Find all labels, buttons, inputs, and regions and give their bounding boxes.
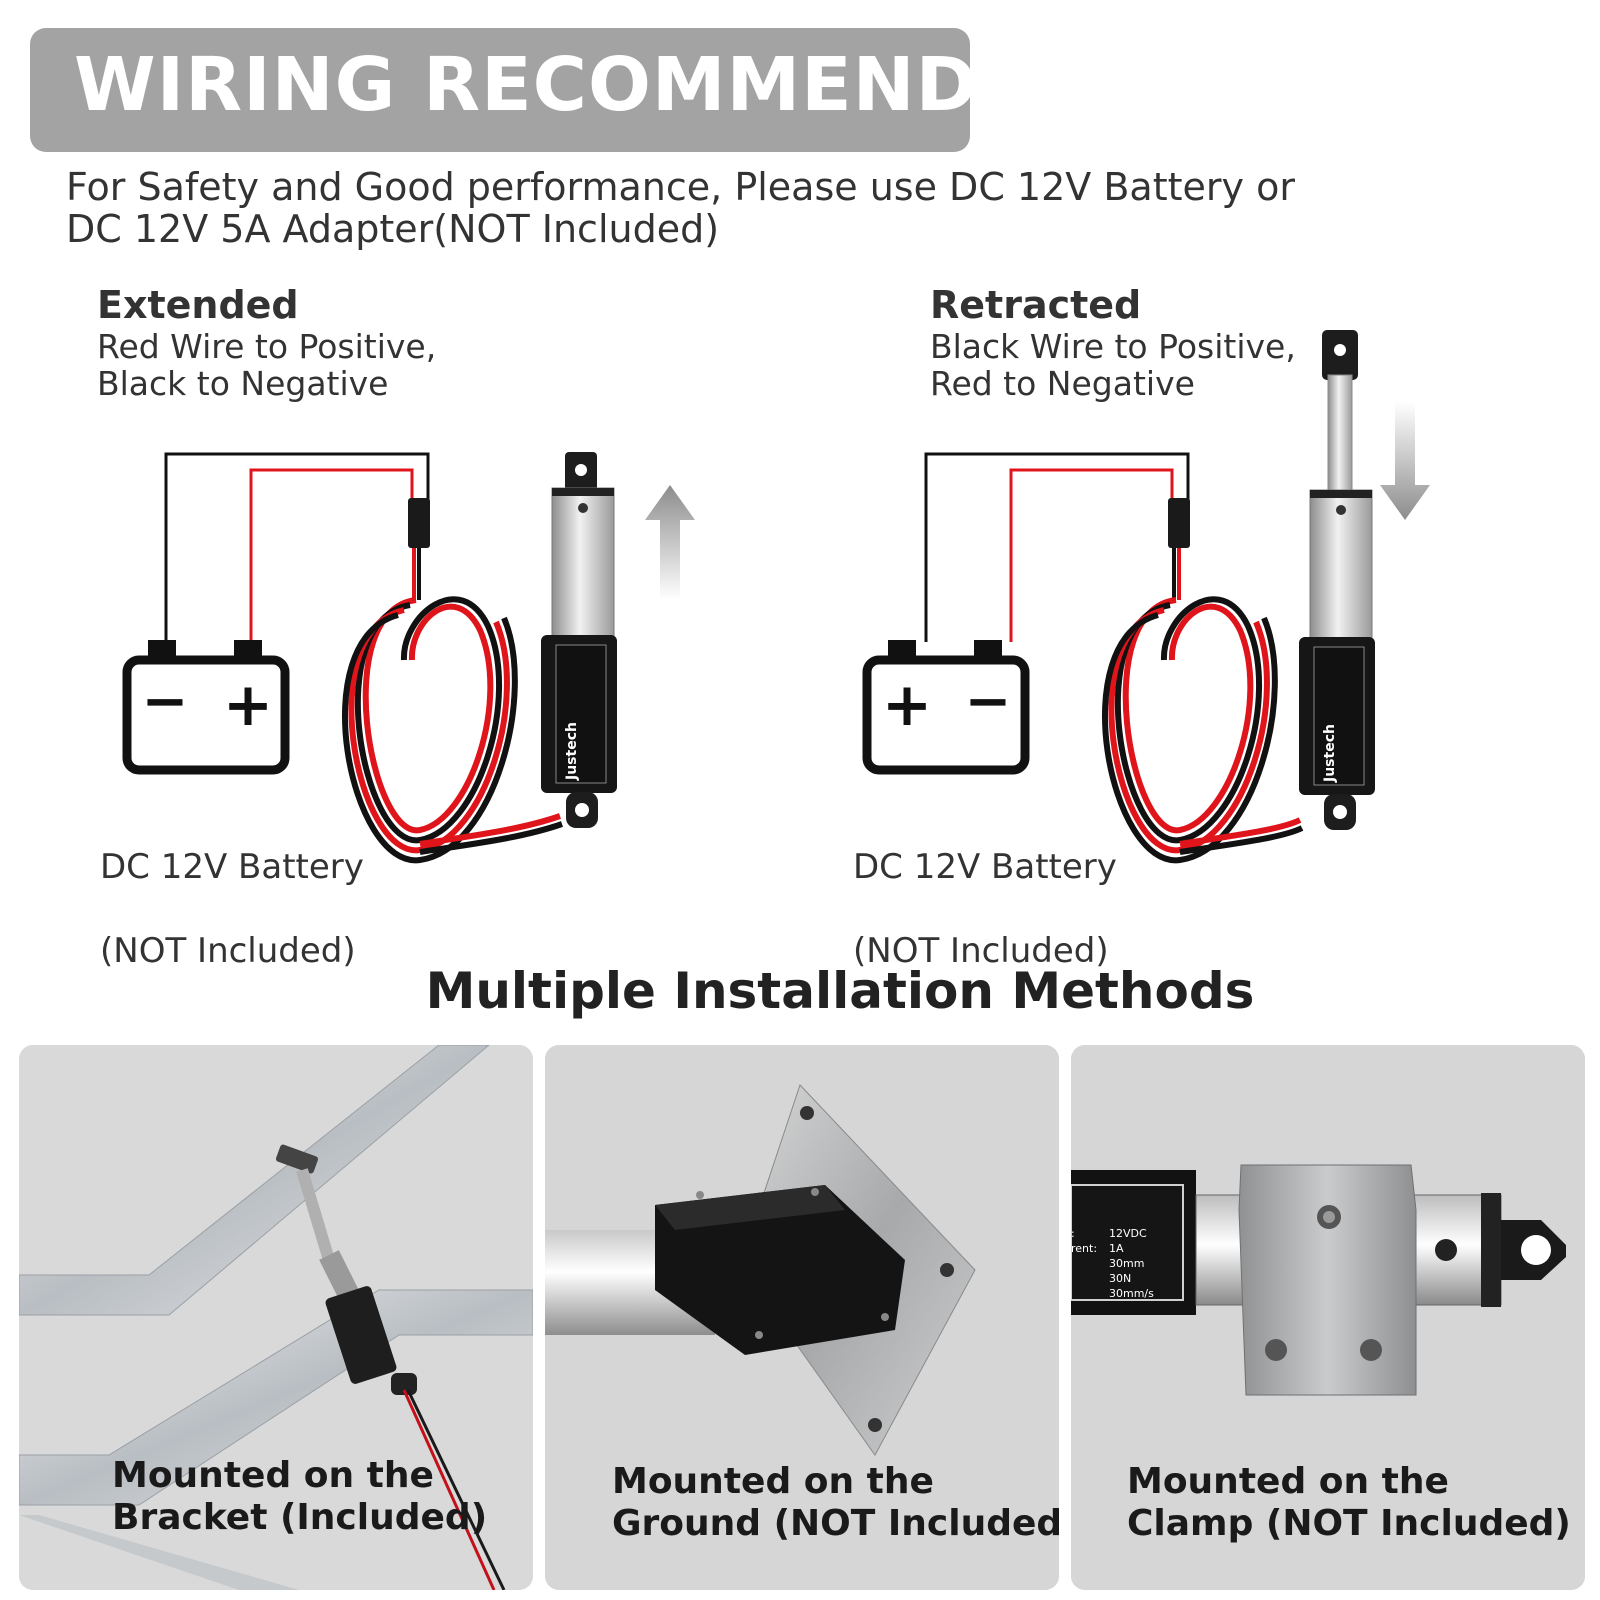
actuator-brand: Justech <box>1322 724 1338 783</box>
black-wire <box>164 452 430 642</box>
extended-title: Extended <box>97 283 299 327</box>
page-title: WIRING RECOMMEND <box>74 42 979 128</box>
positive-terminal-label: + <box>882 670 932 740</box>
extended-section: Extended Red Wire to Positive, Black to … <box>97 282 517 402</box>
retracted-wiring-diagram: + − Justech <box>862 330 1430 864</box>
extend-arrow-up-icon <box>645 485 695 600</box>
negative-terminal-label: − <box>142 669 189 734</box>
negative-terminal-label: − <box>965 669 1012 734</box>
clamp-photo: : rent: 12VDC 1A 30mm 30N 30mm/s <box>1071 1045 1585 1590</box>
retract-arrow-down-icon <box>1380 402 1430 520</box>
retracted-desc-line1: Black Wire to Positive, <box>930 327 1296 366</box>
extended-wiring-diagram: − + Justech <box>122 452 695 864</box>
clamp-caption-line1: Mounted on the <box>1127 1461 1449 1502</box>
title-banner: WIRING RECOMMEND <box>30 28 977 152</box>
extended-battery-line1: DC 12V Battery <box>100 847 364 887</box>
ground-caption-line1: Mounted on the <box>612 1461 934 1502</box>
ground-caption-line2: Ground (NOT Included) <box>612 1503 1059 1544</box>
power-recommendation-line2: DC 12V 5A Adapter(NOT Included) <box>66 207 720 251</box>
installation-title: Multiple Installation Methods <box>425 962 1255 1020</box>
bracket-photo <box>19 1045 533 1590</box>
battery-icon: + − <box>862 640 1030 775</box>
install-panel-bracket: Mounted on the Bracket (Included) <box>19 1045 533 1590</box>
wire-connector <box>408 498 430 548</box>
clamp-spec-name-1: : <box>1071 1227 1075 1240</box>
clamp-caption-line2: Clamp (NOT Included) <box>1127 1503 1571 1544</box>
clamp-spec-current: 1A <box>1109 1242 1124 1255</box>
battery-icon: − + <box>122 640 290 775</box>
clamp-spec-load: 30N <box>1109 1272 1131 1285</box>
bracket-caption: Mounted on the Bracket (Included) <box>112 1455 487 1539</box>
red-wire <box>1009 468 1174 642</box>
positive-terminal-label: + <box>223 670 273 740</box>
extended-desc-line2: Black to Negative <box>97 364 389 403</box>
retracted-battery-label: DC 12V Battery (NOT Included) <box>853 804 1117 1014</box>
ground-photo <box>545 1045 1059 1590</box>
extended-battery-label: DC 12V Battery (NOT Included) <box>100 804 364 1014</box>
clamp-caption: Mounted on the Clamp (NOT Included) <box>1127 1461 1571 1545</box>
power-recommendation-line1: For Safety and Good performance, Please … <box>66 165 1295 209</box>
coiled-cable <box>342 596 563 864</box>
clamp-spec-stroke: 30mm <box>1109 1257 1144 1270</box>
retracted-desc-line2: Red to Negative <box>930 364 1195 403</box>
retracted-battery-line1: DC 12V Battery <box>853 847 1117 887</box>
install-panel-ground: Mounted on the Ground (NOT Included) <box>545 1045 1059 1590</box>
retracted-battery-line2: (NOT Included) <box>853 931 1109 971</box>
wire-connector <box>1168 498 1190 548</box>
install-panel-clamp: : rent: 12VDC 1A 30mm 30N 30mm/s Mounted… <box>1071 1045 1585 1590</box>
actuator-brand: Justech <box>564 722 580 781</box>
clamp-spec-voltage: 12VDC <box>1109 1227 1147 1240</box>
retracted-title: Retracted <box>930 283 1142 327</box>
ground-caption: Mounted on the Ground (NOT Included) <box>612 1461 1059 1545</box>
bracket-caption-line2: Bracket (Included) <box>112 1497 488 1538</box>
red-wire <box>249 468 414 642</box>
bracket-caption-line1: Mounted on the <box>112 1455 434 1496</box>
extended-battery-line2: (NOT Included) <box>100 931 356 971</box>
clamp-spec-speed: 30mm/s <box>1109 1287 1154 1300</box>
extended-desc-line1: Red Wire to Positive, <box>97 327 437 366</box>
coiled-cable <box>1102 596 1304 864</box>
black-wire <box>924 452 1190 642</box>
retracted-section: Retracted Black Wire to Positive, Red to… <box>930 282 1350 402</box>
clamp-spec-name-2: rent: <box>1071 1242 1097 1255</box>
power-recommendation: For Safety and Good performance, Please … <box>66 166 1486 250</box>
linear-actuator: Justech <box>541 452 617 828</box>
linear-actuator: Justech <box>1299 330 1375 830</box>
